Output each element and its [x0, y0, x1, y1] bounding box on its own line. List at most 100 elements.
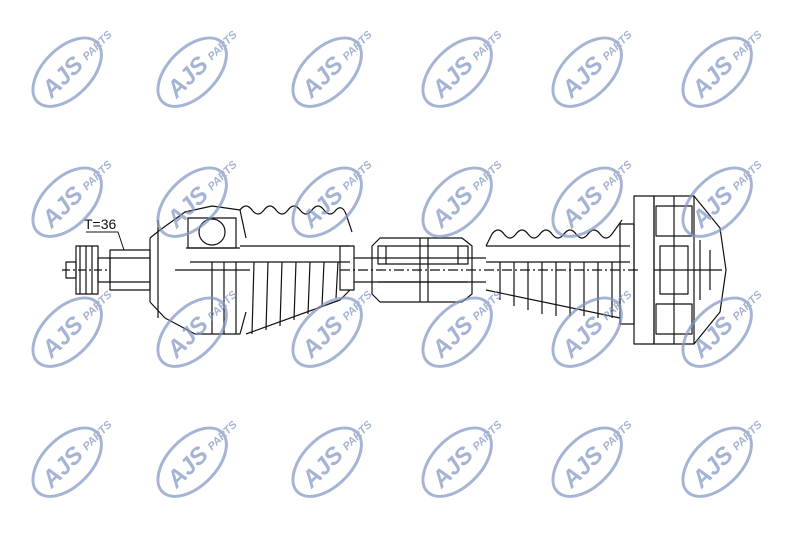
watermark-suffix: PARTS	[601, 28, 636, 63]
watermark-brand: AJS	[161, 311, 214, 364]
watermark-brand: AJS	[556, 311, 609, 364]
watermark-ring	[31, 166, 103, 238]
watermark-brand: AJS	[556, 181, 609, 234]
watermark-suffix: PARTS	[81, 28, 116, 63]
watermark-brand: AJS	[36, 51, 89, 104]
watermark-ring	[31, 36, 103, 108]
watermark-brand: AJS	[161, 51, 214, 104]
watermark-brand: AJS	[686, 181, 739, 234]
watermark-ring	[421, 36, 493, 108]
watermark-brand: AJS	[686, 441, 739, 494]
watermark-brand: AJS	[36, 181, 89, 234]
watermark-brand: AJS	[686, 51, 739, 104]
watermark-suffix: PARTS	[471, 158, 506, 193]
watermark-ring	[681, 166, 753, 238]
watermark-suffix: PARTS	[206, 288, 241, 323]
watermark-ring	[681, 36, 753, 108]
watermark-ring	[156, 426, 228, 498]
watermark-brand: AJS	[161, 181, 214, 234]
watermark-ring	[551, 36, 623, 108]
watermark-ring	[291, 36, 363, 108]
tooth-leader-line	[86, 231, 125, 251]
tooth-count-label: T=36	[84, 216, 117, 232]
watermark-brand: AJS	[296, 51, 349, 104]
watermark-suffix: PARTS	[341, 288, 376, 323]
watermark-brand: AJS	[426, 441, 479, 494]
watermark-brand: AJS	[296, 181, 349, 234]
damper	[371, 237, 473, 303]
watermark-suffix: PARTS	[81, 288, 116, 323]
watermark-ring	[291, 426, 363, 498]
watermark-suffix: PARTS	[81, 418, 116, 453]
watermark-ring	[421, 166, 493, 238]
watermark-suffix: PARTS	[731, 28, 766, 63]
watermark-brand: AJS	[296, 311, 349, 364]
watermark-suffix: PARTS	[731, 158, 766, 193]
watermark-suffix: PARTS	[731, 418, 766, 453]
watermark-suffix: PARTS	[471, 288, 506, 323]
watermark-ring	[681, 296, 753, 368]
watermark-ring	[551, 166, 623, 238]
watermark-ring	[31, 296, 103, 368]
watermark-ring	[291, 296, 363, 368]
watermark-brand: AJS	[36, 311, 89, 364]
watermark-ring	[156, 166, 228, 238]
watermark-suffix: PARTS	[731, 288, 766, 323]
watermark-ring	[156, 36, 228, 108]
watermark-ring	[681, 426, 753, 498]
watermark-suffix: PARTS	[601, 288, 636, 323]
watermark-ring	[551, 426, 623, 498]
watermark-suffix: PARTS	[81, 158, 116, 193]
watermark-suffix: PARTS	[206, 28, 241, 63]
watermark-brand: AJS	[556, 51, 609, 104]
watermark-brand: AJS	[161, 441, 214, 494]
watermark-suffix: PARTS	[601, 418, 636, 453]
watermark-brand: AJS	[426, 181, 479, 234]
watermark-ring	[31, 426, 103, 498]
watermark-suffix: PARTS	[206, 158, 241, 193]
watermark-brand: AJS	[36, 441, 89, 494]
watermark-suffix: PARTS	[341, 28, 376, 63]
watermark-ring	[421, 426, 493, 498]
watermark-brand: AJS	[296, 441, 349, 494]
watermark-brand: AJS	[686, 311, 739, 364]
watermark-ring	[291, 166, 363, 238]
watermark-suffix: PARTS	[471, 418, 506, 453]
watermark-brand: AJS	[426, 311, 479, 364]
watermark-suffix: PARTS	[601, 158, 636, 193]
inner-cv-joint	[633, 195, 727, 345]
watermark-ring	[551, 296, 623, 368]
watermark-brand: AJS	[556, 441, 609, 494]
watermark-suffix: PARTS	[341, 158, 376, 193]
watermark-suffix: PARTS	[471, 28, 506, 63]
watermark-suffix: PARTS	[341, 418, 376, 453]
watermark-suffix: PARTS	[206, 418, 241, 453]
watermark-brand: AJS	[426, 51, 479, 104]
